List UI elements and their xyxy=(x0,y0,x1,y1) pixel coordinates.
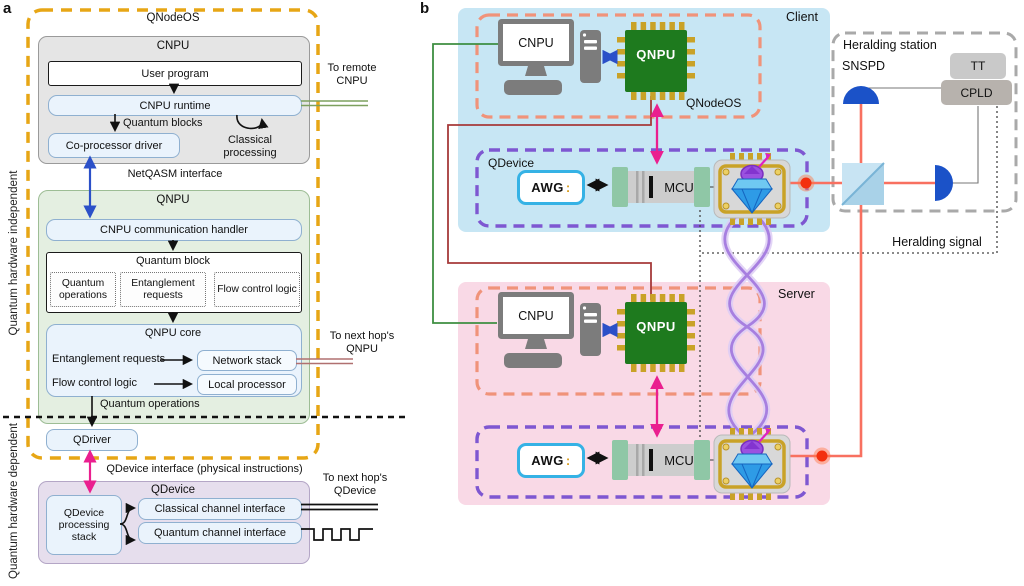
qdriver-label: QDriver xyxy=(73,434,111,446)
qdevice-processing-stack-label: QDevice processing stack xyxy=(58,506,110,544)
cnpu-runtime-label: CNPU runtime xyxy=(139,99,211,112)
heralding-signal-dotted-lines xyxy=(699,106,998,440)
tt-label: TT xyxy=(970,59,986,73)
classical-channel-box: Classical channel interface xyxy=(138,498,302,520)
qnpu-core-title: QNPU core xyxy=(144,327,202,339)
panel-a-letter: a xyxy=(3,0,12,17)
coprocessor-driver-box: Co-processor driver xyxy=(48,133,180,158)
client-server-green-line xyxy=(432,43,498,324)
client-laser-dot xyxy=(797,174,815,192)
comm-handler-box: CNPU communication handler xyxy=(46,219,302,241)
qdevice-processing-stack-box: QDevice processing stack xyxy=(46,495,122,555)
to-remote-cnpu-lines xyxy=(301,100,368,107)
entanglement-requests-item-label: Entanglement requests xyxy=(131,277,195,301)
panel-a-flow-arrows xyxy=(86,83,269,546)
client-mcu-label: MCU xyxy=(655,177,703,197)
to-next-qnpu-label: To next hop's QNPU xyxy=(329,330,395,355)
qnodeos-dashed-border xyxy=(26,8,320,460)
heralding-dashed-border xyxy=(831,31,1018,213)
heralding-title: Heralding station xyxy=(843,38,937,52)
server-qnpu-text: QNPU xyxy=(636,318,676,334)
user-program-box: User program xyxy=(48,61,302,86)
laser-beams xyxy=(788,104,935,458)
client-awg-box: AWG: xyxy=(517,170,585,205)
quantum-operations-item-label: Quantum operations xyxy=(58,277,108,301)
server-qnodeos-dashed-border xyxy=(475,286,762,396)
to-next-qdevice-label: To next hop's QDevice xyxy=(322,472,388,497)
flow-control-item: Flow control logic xyxy=(214,272,300,307)
qnodeos-title: QNodeOS xyxy=(146,12,200,24)
netqasm-interface-label: NetQASM interface xyxy=(127,168,223,180)
client-label: Client xyxy=(786,10,818,24)
server-cnpu-screen-label: CNPU xyxy=(503,301,569,331)
quantum-block-title: Quantum block xyxy=(136,255,210,267)
client-mcu-text: MCU xyxy=(664,179,694,195)
local-processor-label: Local processor xyxy=(208,378,286,391)
local-processor-box: Local processor xyxy=(197,374,297,395)
to-remote-cnpu-label: To remote CNPU xyxy=(327,62,377,87)
cnpu-runtime-box: CNPU runtime xyxy=(48,95,302,116)
client-cnpu-text: CNPU xyxy=(518,36,554,50)
server-diamond-sample-icon xyxy=(712,426,792,502)
heralding-signal-label: Heralding signal xyxy=(892,235,982,249)
qdevice-interface-label: QDevice interface (physical instructions… xyxy=(106,463,303,475)
server-mcu-label: MCU xyxy=(655,450,703,470)
network-stack-label: Network stack xyxy=(212,354,282,367)
server-laser-dot xyxy=(813,447,831,465)
user-program-label: User program xyxy=(141,67,209,80)
tt-box: TT xyxy=(950,53,1006,79)
server-awg-colon: : xyxy=(565,453,571,468)
quantum-operations-label: Quantum operations xyxy=(100,398,200,410)
quantum-blocks-label: Quantum blocks xyxy=(123,117,203,129)
core-row2-label: Flow control logic xyxy=(52,377,137,389)
snspd-detector-top-icon xyxy=(843,86,879,104)
classical-channel-label: Classical channel interface xyxy=(154,503,286,515)
snspd-detector-right-icon xyxy=(935,165,953,201)
entanglement-requests-item: Entanglement requests xyxy=(120,272,206,307)
qdevice-title: QDevice xyxy=(150,484,196,496)
client-cnpu-screen-label: CNPU xyxy=(503,28,569,58)
to-next-qdevice-lines xyxy=(301,503,378,541)
quantum-channel-label: Quantum channel interface xyxy=(153,527,287,539)
flow-control-item-label: Flow control logic xyxy=(217,283,297,295)
cnpu-title: CNPU xyxy=(156,40,190,52)
server-mcu-text: MCU xyxy=(664,452,694,468)
client-qdevice-label: QDevice xyxy=(488,156,535,170)
entanglement-fiber xyxy=(721,213,773,437)
cpld-label: CPLD xyxy=(960,85,993,100)
coprocessor-driver-label: Co-processor driver xyxy=(65,139,163,152)
client-qnpu-text: QNPU xyxy=(636,46,676,62)
classical-processing-loop-arrow xyxy=(236,114,269,130)
client-qnpu-chip-label: QNPU xyxy=(625,40,687,68)
panel-b-letter: b xyxy=(420,0,430,17)
to-next-qnpu-lines xyxy=(296,358,353,365)
mcu-diamond-stubs xyxy=(708,186,718,461)
server-label: Server xyxy=(778,287,815,301)
client-awg-label: AWG xyxy=(531,180,564,195)
beamsplitter-icon xyxy=(841,162,885,206)
client-diamond-sample-icon xyxy=(712,151,792,227)
client-awg-colon: : xyxy=(565,180,571,195)
server-qnpu-chip-label: QNPU xyxy=(625,312,687,340)
comm-handler-label: CNPU communication handler xyxy=(100,224,248,236)
quantum-operations-item: Quantum operations xyxy=(50,272,116,307)
server-cnpu-text: CNPU xyxy=(518,309,554,323)
classical-processing-label: Classical processing xyxy=(223,134,277,159)
core-row1-label: Entanglement requests xyxy=(52,353,166,365)
network-stack-box: Network stack xyxy=(197,350,297,371)
server-awg-label: AWG xyxy=(531,453,564,468)
pulse-wave-icon xyxy=(301,528,373,541)
detector-wires xyxy=(861,87,979,184)
quantum-channel-box: Quantum channel interface xyxy=(138,522,302,544)
cpld-box: CPLD xyxy=(941,80,1012,105)
snspd-label: SNSPD xyxy=(842,59,886,73)
client-qnodeos-dashed-border xyxy=(475,13,762,119)
server-awg-box: AWG: xyxy=(517,443,585,478)
qnpu-title: QNPU xyxy=(156,194,190,206)
server-qdevice-dashed-border xyxy=(475,425,809,499)
client-qnodeos-label: QNodeOS xyxy=(686,96,742,110)
